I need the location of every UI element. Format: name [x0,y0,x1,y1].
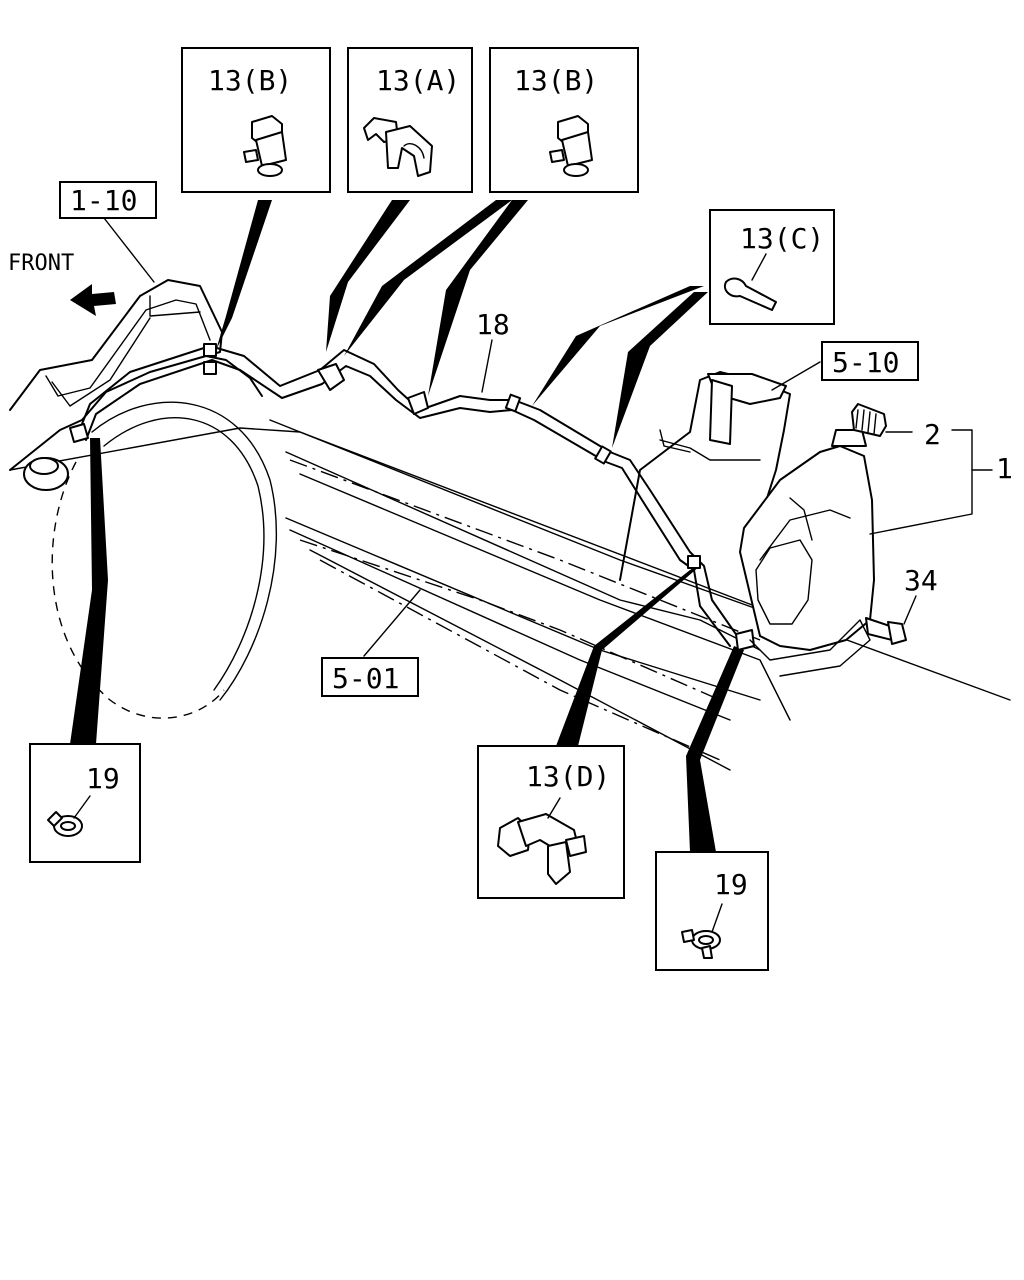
cap-ridge-2 [861,409,865,431]
cap-ridge-3 [867,411,871,433]
leader-34 [903,595,917,625]
radiator-cap-top [29,457,59,475]
callout-wedge-13c-2 [612,292,708,448]
clip-a-icon [363,117,433,177]
hose-return [205,355,263,397]
leader-5-10 [771,361,821,391]
detail-label-clip-b-right: 13(B) [514,64,598,97]
front-arrow-icon [70,284,116,316]
detail-label-clip-d: 13(D) [526,760,610,793]
callout-wedge-13d [556,566,700,746]
detail-box-clip-a [347,47,473,193]
hose-joint-3 [504,393,522,413]
hose-joint-4 [594,445,612,465]
detail-label-clip-c: 13(C) [740,222,824,255]
detail-label-clamp-left: 19 [86,762,120,795]
reservoir-tank [739,445,875,651]
detail-label-clip-b-left: 13(B) [208,64,292,97]
ref-box-floor [321,657,419,697]
callout-wedge-19-left [70,438,108,744]
engine-block-inner [45,299,211,397]
part-number-cap: 2 [924,418,941,451]
frame-rail-lower [285,517,761,701]
part-number-bolt: 34 [904,564,938,597]
clamp-on-hose-left [69,423,89,443]
frame-rail-lower2 [289,529,731,721]
ref-label-floor: 5-01 [332,662,399,695]
ref-label-bracket: 5-10 [832,346,899,379]
engine-block-top [149,295,201,317]
hose-joint-2 [203,361,217,375]
reservoir-tank-front [759,509,851,561]
detail-box-clamp-right [655,851,769,971]
front-label: FRONT [8,251,74,276]
bolt-head [887,621,907,645]
clamp-icon-left [47,795,91,837]
detail-label-clip-a: 13(A) [376,64,460,97]
engine-block [9,279,223,471]
callout-wedge-13b-left [216,200,272,350]
bracket-column-inner [659,439,761,461]
clip-on-hose-b [407,391,429,415]
reservoir-mount-base [749,619,871,677]
hose-main-upper [77,345,741,641]
ref-box-bracket [821,341,919,381]
ref-label-engine: 1-10 [70,184,137,217]
clip-on-hose-a [317,363,345,391]
frame-rail-centerline [289,459,761,641]
callout-wedge-13c-1 [532,286,704,406]
reservoir-strap [789,497,813,541]
leader-5-01 [363,589,421,657]
frame-rail-mid2 [299,473,791,721]
clip-b-icon-left [243,115,287,177]
frame-rail-lower-center [299,539,721,701]
hose-main-lower [85,359,731,647]
engine-block-ridge [51,317,151,407]
clip-b-icon-right [549,115,593,177]
ref-box-engine [59,181,157,219]
bracket-post [709,379,733,445]
tire-dashed-outline [51,461,225,719]
clamp-icon-right [681,903,723,959]
part-number-tank: 1 [996,452,1013,485]
leader-18 [481,339,493,393]
leader-1-10 [103,217,155,283]
clip-d-icon [497,797,587,885]
part-number-hose: 18 [476,308,510,341]
clip-c-icon [724,253,777,311]
clamp-on-hose-right [735,629,755,651]
hose-joint-5 [687,555,701,569]
callout-wedge-19-right [686,646,744,852]
frame-rail-top-edge [269,419,761,611]
frame-rail-mid [285,451,761,651]
reservoir-tank-window [755,539,813,625]
leader-1-bracket [869,429,973,535]
hose-joint-1 [203,343,217,357]
wheel-arch-inner [103,417,265,691]
frame-rail-bottom-center [319,559,721,761]
callout-wedge-13b-right [428,200,528,396]
cap-ridge-4 [873,413,877,435]
detail-label-clamp-right: 19 [714,868,748,901]
cap-ridge-1 [855,409,859,429]
wheel-arch-outer [91,401,277,701]
bracket-tab [659,429,691,453]
